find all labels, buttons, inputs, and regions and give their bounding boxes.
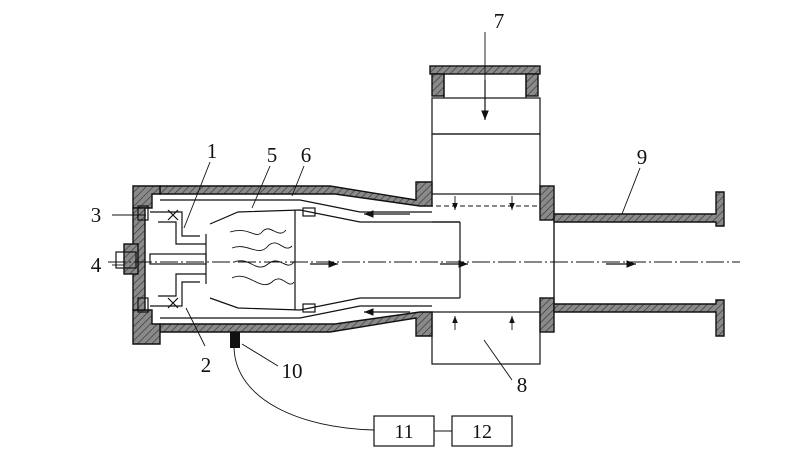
label-7: 7 [494,9,505,33]
annular-passage [160,199,540,319]
label-11: 11 [394,421,413,443]
label-10: 10 [282,359,303,383]
box-11: 11 [373,415,435,447]
flow-arrows [310,196,636,330]
label-12: 12 [472,421,492,443]
label-3: 3 [91,203,102,227]
label-8: 8 [517,373,528,397]
label-4: 4 [91,253,102,277]
label-1: 1 [207,139,218,163]
label-2: 2 [201,353,212,377]
outlet-pipe [553,191,725,337]
label-5: 5 [267,143,278,167]
box-12: 12 [451,415,513,447]
label-9: 9 [637,145,648,169]
sensor [230,332,375,431]
leader-lines [112,32,641,381]
inlet-pipe-bottom [431,311,541,365]
outer-casing [132,181,555,345]
inlet-pipe-top [429,65,541,195]
label-6: 6 [301,143,312,167]
flame-tube [209,207,555,313]
burner-assembly [115,205,207,313]
